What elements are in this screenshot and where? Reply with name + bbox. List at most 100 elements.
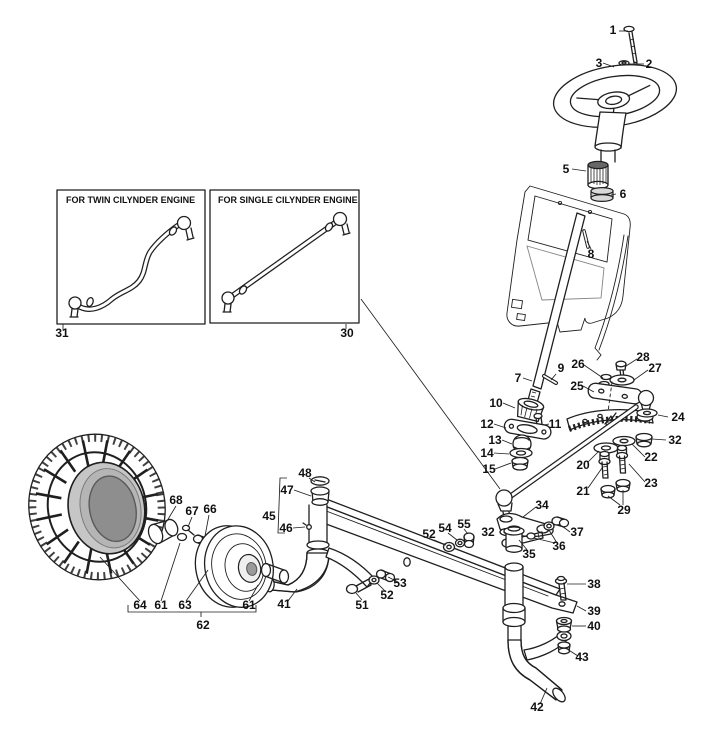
steering-clamp-6 [590,187,614,203]
callout-32b: 32 [481,525,495,539]
hub-bolt-67 [176,524,195,542]
cap-32 [635,432,653,448]
tire-64 [28,433,166,581]
hub-cap-68 [147,518,179,545]
inset-single-cylinder [209,189,360,329]
nut-15 [511,456,529,471]
callout-40: 40 [587,619,601,633]
bearing-plate-12 [503,418,552,440]
callout-43: 43 [575,650,589,664]
callout-27: 27 [648,361,662,375]
callout-67: 67 [185,504,199,518]
callout-11: 11 [549,417,562,431]
console-frame [506,185,631,361]
support-pin-8 [582,229,590,249]
axle-beam [309,496,578,614]
nut-40 [555,616,573,633]
callout-38: 38 [587,577,601,591]
left-spindle-41 [265,504,375,593]
wheel-assembly-brace-62 [127,605,257,617]
callout-53: 53 [393,576,407,590]
callout-36: 36 [552,539,566,553]
tie-rod-lower-ball-joint [495,489,513,507]
callout-3: 3 [596,56,603,70]
callout-6: 6 [620,187,627,201]
steering-column-7 [527,212,586,404]
tie-rod-upper-ball-joint [636,389,658,418]
callout-13: 13 [488,433,502,447]
callout-31: 31 [55,326,69,340]
arm-bolt-51 [345,578,372,595]
column-pin-9 [542,374,558,385]
beam-end-plate-39-hole [558,601,566,607]
callout-5: 5 [563,162,570,176]
callout-14: 14 [480,446,494,460]
callout-42: 42 [530,700,544,714]
grease-fitting-46 [306,524,312,530]
inset-leader-line [360,298,501,490]
callout-62: 62 [196,618,210,632]
callout-32: 32 [668,433,682,447]
callout-35: 35 [522,547,536,561]
callout-25: 25 [570,379,584,393]
callout-8: 8 [588,247,595,261]
washer-14 [509,447,533,459]
caps-29 [600,478,631,499]
callout-37: 37 [570,525,584,539]
cap-48 [310,476,330,486]
right-spindle-42 [502,562,572,703]
washer-54 [454,538,466,548]
callout-2: 2 [646,57,653,71]
callout-61: 61 [154,598,168,612]
bolt-28 [615,360,627,378]
axle-bushing-61 [260,562,290,584]
callout-29: 29 [617,503,631,517]
callout-68: 68 [169,493,183,507]
shoulder-bolt-23 [615,444,629,474]
callout-21: 21 [576,484,590,498]
callout-26: 26 [571,357,585,371]
bolt-38 [554,575,568,601]
callout-39: 39 [587,604,601,618]
leader-lines [99,30,669,705]
callout-20: 20 [576,458,590,472]
inset-single-title: FOR SINGLE CILYNDER ENGINE [218,195,358,205]
flange-nut-24 [636,408,658,418]
callout-47: 47 [280,483,294,497]
right-spindle-bushing [503,525,525,553]
bushing-37 [551,516,570,528]
callout-15: 15 [482,462,496,476]
callout-61b: 61 [242,598,256,612]
callout-23: 23 [644,476,658,490]
nut-55 [463,532,475,549]
shoulder-bolt-21 [598,450,611,479]
callout-64: 64 [133,598,147,612]
callout-46: 46 [279,521,293,535]
inset-twin-title: FOR TWIN CILYNDER ENGINE [66,195,195,205]
callout-66: 66 [203,502,217,516]
callout-7: 7 [515,371,522,385]
nut-43 [557,641,571,655]
callout-45: 45 [262,509,276,523]
callout-12: 12 [480,417,494,431]
bracket-45 [277,477,287,534]
callout-22: 22 [644,450,658,464]
plate-25 [587,382,643,405]
callout-48: 48 [298,466,312,480]
washer-22 [612,435,636,447]
sector-plate-25-group [587,360,643,428]
washer-27 [609,374,635,386]
washer-52b [368,575,380,585]
callout-55: 55 [457,517,471,531]
callout-24: 24 [671,410,685,424]
callout-9: 9 [558,361,565,375]
callout-54: 54 [438,521,452,535]
bushing-53 [375,569,396,583]
left-steering-arm [325,547,375,588]
callout-41: 41 [277,597,291,611]
callout-52b: 52 [380,588,394,602]
steering-wheel [552,64,678,163]
callout-1: 1 [610,23,617,37]
